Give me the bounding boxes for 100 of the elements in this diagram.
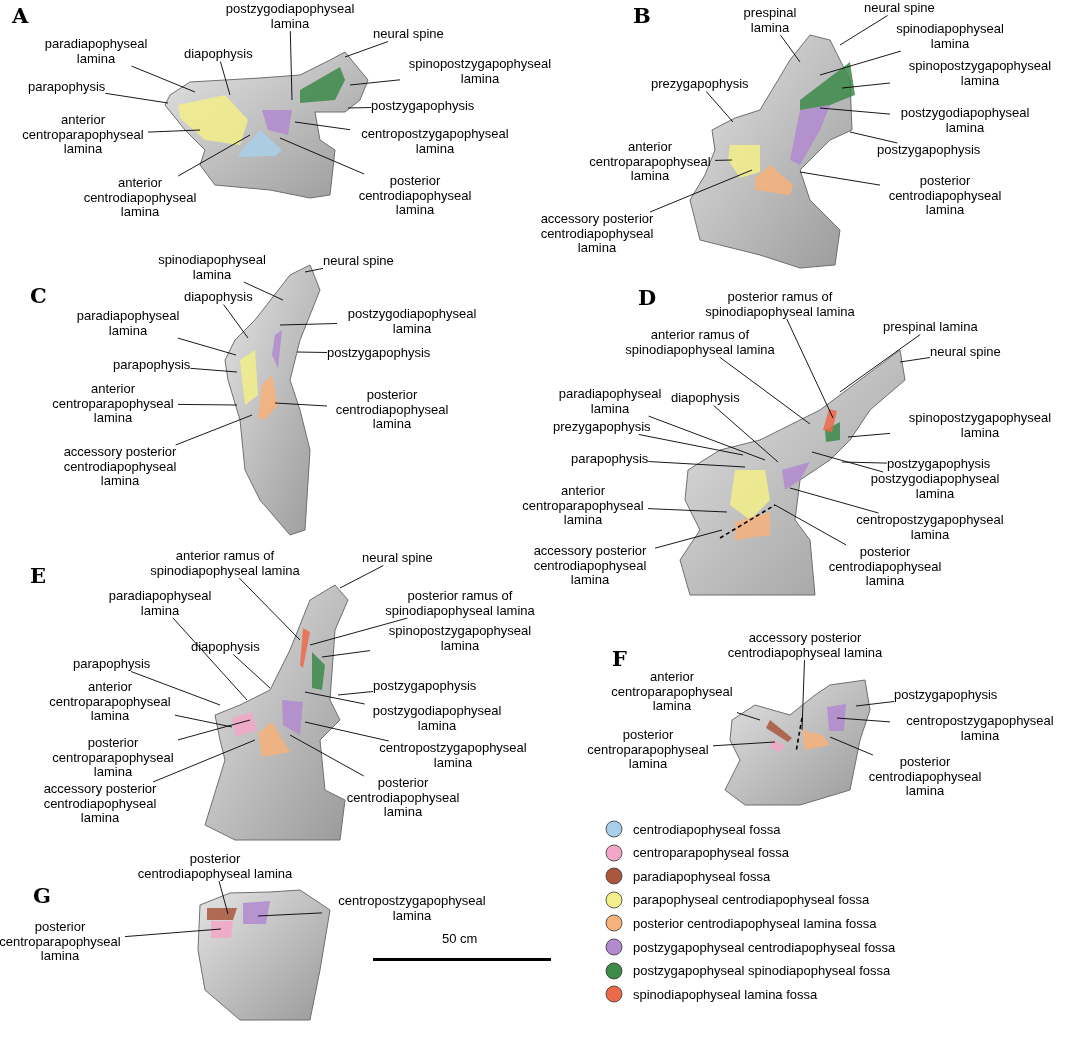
part-label: anterior centroparapophyseal lamina	[585, 140, 715, 184]
leader-line	[238, 577, 301, 641]
leader-line	[841, 461, 888, 464]
part-label: posterior ramus of spinodiapophyseal lamina	[695, 290, 865, 320]
leader-line	[174, 714, 233, 728]
part-label: accessory posterior centrodiapophyseal lamina	[55, 445, 185, 489]
leader-line	[337, 691, 374, 696]
leader-line	[124, 928, 222, 938]
legend-label: spinodiapophyseal lamina fossa	[633, 986, 818, 1002]
part-label: prezygapophysis	[651, 77, 749, 92]
part-label: anterior centroparapophyseal lamina	[18, 113, 148, 157]
leader-line	[257, 912, 323, 917]
leader-line	[232, 654, 271, 689]
leader-line	[349, 79, 401, 86]
part-label: spinodiapophyseal lamina	[147, 253, 277, 283]
part-label: postzygapophysis	[887, 457, 991, 472]
leader-line	[836, 717, 891, 723]
leader-line	[219, 61, 231, 96]
leader-line	[705, 91, 734, 123]
part-label: spinopostzygapophyseal lamina	[890, 411, 1070, 441]
leader-line	[839, 15, 889, 46]
part-label: diapophysis	[191, 640, 260, 655]
part-label: postzygapophysis	[327, 346, 431, 361]
leader-line	[130, 671, 221, 706]
part-label: posterior centrodiapophyseal lamina	[327, 388, 457, 432]
leader-line	[849, 131, 898, 144]
leader-line	[177, 134, 251, 177]
part-label: prespinal lamina	[735, 6, 805, 36]
leader-line	[296, 351, 328, 353]
part-label: paradiapophyseal lamina	[550, 387, 670, 417]
part-label: postzygapophysis	[894, 688, 998, 703]
part-label: accessory posterior centrodiapophyseal lamina	[532, 212, 662, 256]
part-label: anterior centroparapophyseal lamina	[45, 680, 175, 724]
leader-line	[172, 617, 248, 701]
part-label: anterior ramus of spinodiapophyseal lamina	[615, 328, 785, 358]
leader-line	[152, 739, 256, 783]
leader-line	[223, 304, 249, 339]
leader-line	[829, 736, 874, 756]
leader-line	[719, 356, 811, 425]
leader-line	[819, 50, 902, 76]
panel-letter: C	[30, 285, 47, 306]
part-label: spinodiapophyseal lamina	[885, 22, 1015, 52]
part-label: posterior centrodiapophyseal lamina	[880, 174, 1010, 218]
legend-label: centrodiapophyseal fossa	[633, 821, 781, 837]
scale-label: 50 cm	[442, 932, 478, 947]
leader-line	[279, 137, 365, 175]
leader-line	[839, 334, 921, 393]
part-label: diapophysis	[184, 47, 253, 62]
leader-line	[339, 565, 384, 589]
part-label: prespinal lamina	[883, 320, 978, 335]
panel-letter: G	[33, 885, 51, 906]
leader-line	[654, 529, 723, 549]
leader-line	[712, 741, 776, 747]
leader-line	[175, 414, 253, 446]
part-label: accessory posterior centrodiapophyseal lamina	[525, 544, 655, 588]
part-label: anterior centroparapophyseal lamina	[518, 484, 648, 528]
part-label: centropostzygapophyseal lamina	[350, 127, 520, 157]
legend-label: parapophyseal centrodiapophyseal fossa	[633, 892, 870, 908]
panel-letter: D	[638, 287, 657, 308]
part-label: accessory posterior centrodiapophyseal lamina	[35, 782, 165, 826]
leader-line	[638, 434, 744, 456]
part-label: accessory posterior centrodiapophyseal lamina	[720, 631, 890, 661]
leader-line	[243, 281, 284, 301]
part-label: spinopostzygapophyseal lamina	[890, 59, 1070, 89]
leader-line	[279, 323, 338, 326]
leader-line	[304, 721, 390, 742]
part-label: postzygodiapophyseal lamina	[220, 2, 360, 32]
part-label: paradiapophyseal lamina	[68, 309, 188, 339]
part-label: postzygapophysis	[371, 99, 475, 114]
part-label: spinopostzygapophyseal lamina	[400, 57, 560, 87]
leader-line	[855, 701, 895, 707]
leader-line	[294, 121, 351, 131]
part-label: paradiapophyseal lamina	[36, 37, 156, 67]
leader-line	[801, 659, 805, 731]
part-label: posterior centrodiapophyseal lamina	[820, 545, 950, 589]
leader-line	[274, 402, 328, 407]
legend-label: paradiapophyseal fossa	[633, 868, 771, 884]
leader-line	[189, 367, 238, 373]
legend-label: postzygapophyseal spinodiapophyseal fossa	[633, 963, 891, 979]
leader-line	[177, 337, 237, 356]
leader-line	[799, 171, 881, 186]
part-label: postzygapophysis	[877, 143, 981, 158]
part-label: postzygodiapophyseal lamina	[860, 472, 1010, 502]
part-label: paradiapophyseal lamina	[100, 589, 220, 619]
part-label: neural spine	[864, 1, 935, 16]
part-label: posterior centrodiapophyseal lamina	[135, 852, 295, 882]
leader-line	[780, 34, 801, 63]
leader-line	[714, 159, 733, 161]
leader-line	[321, 650, 371, 658]
leader-line	[647, 461, 746, 468]
leader-line	[647, 508, 728, 513]
leader-line	[147, 129, 201, 133]
part-label: parapophysis	[571, 452, 649, 467]
part-label: parapophysis	[28, 80, 106, 95]
part-label: posterior centroparapophyseal lamina	[583, 728, 713, 772]
part-label: diapophysis	[184, 290, 253, 305]
leader-line	[811, 451, 884, 473]
panel-letter: F	[612, 648, 627, 669]
leader-line	[304, 267, 324, 273]
part-label: centropostzygapophyseal lamina	[322, 894, 502, 924]
